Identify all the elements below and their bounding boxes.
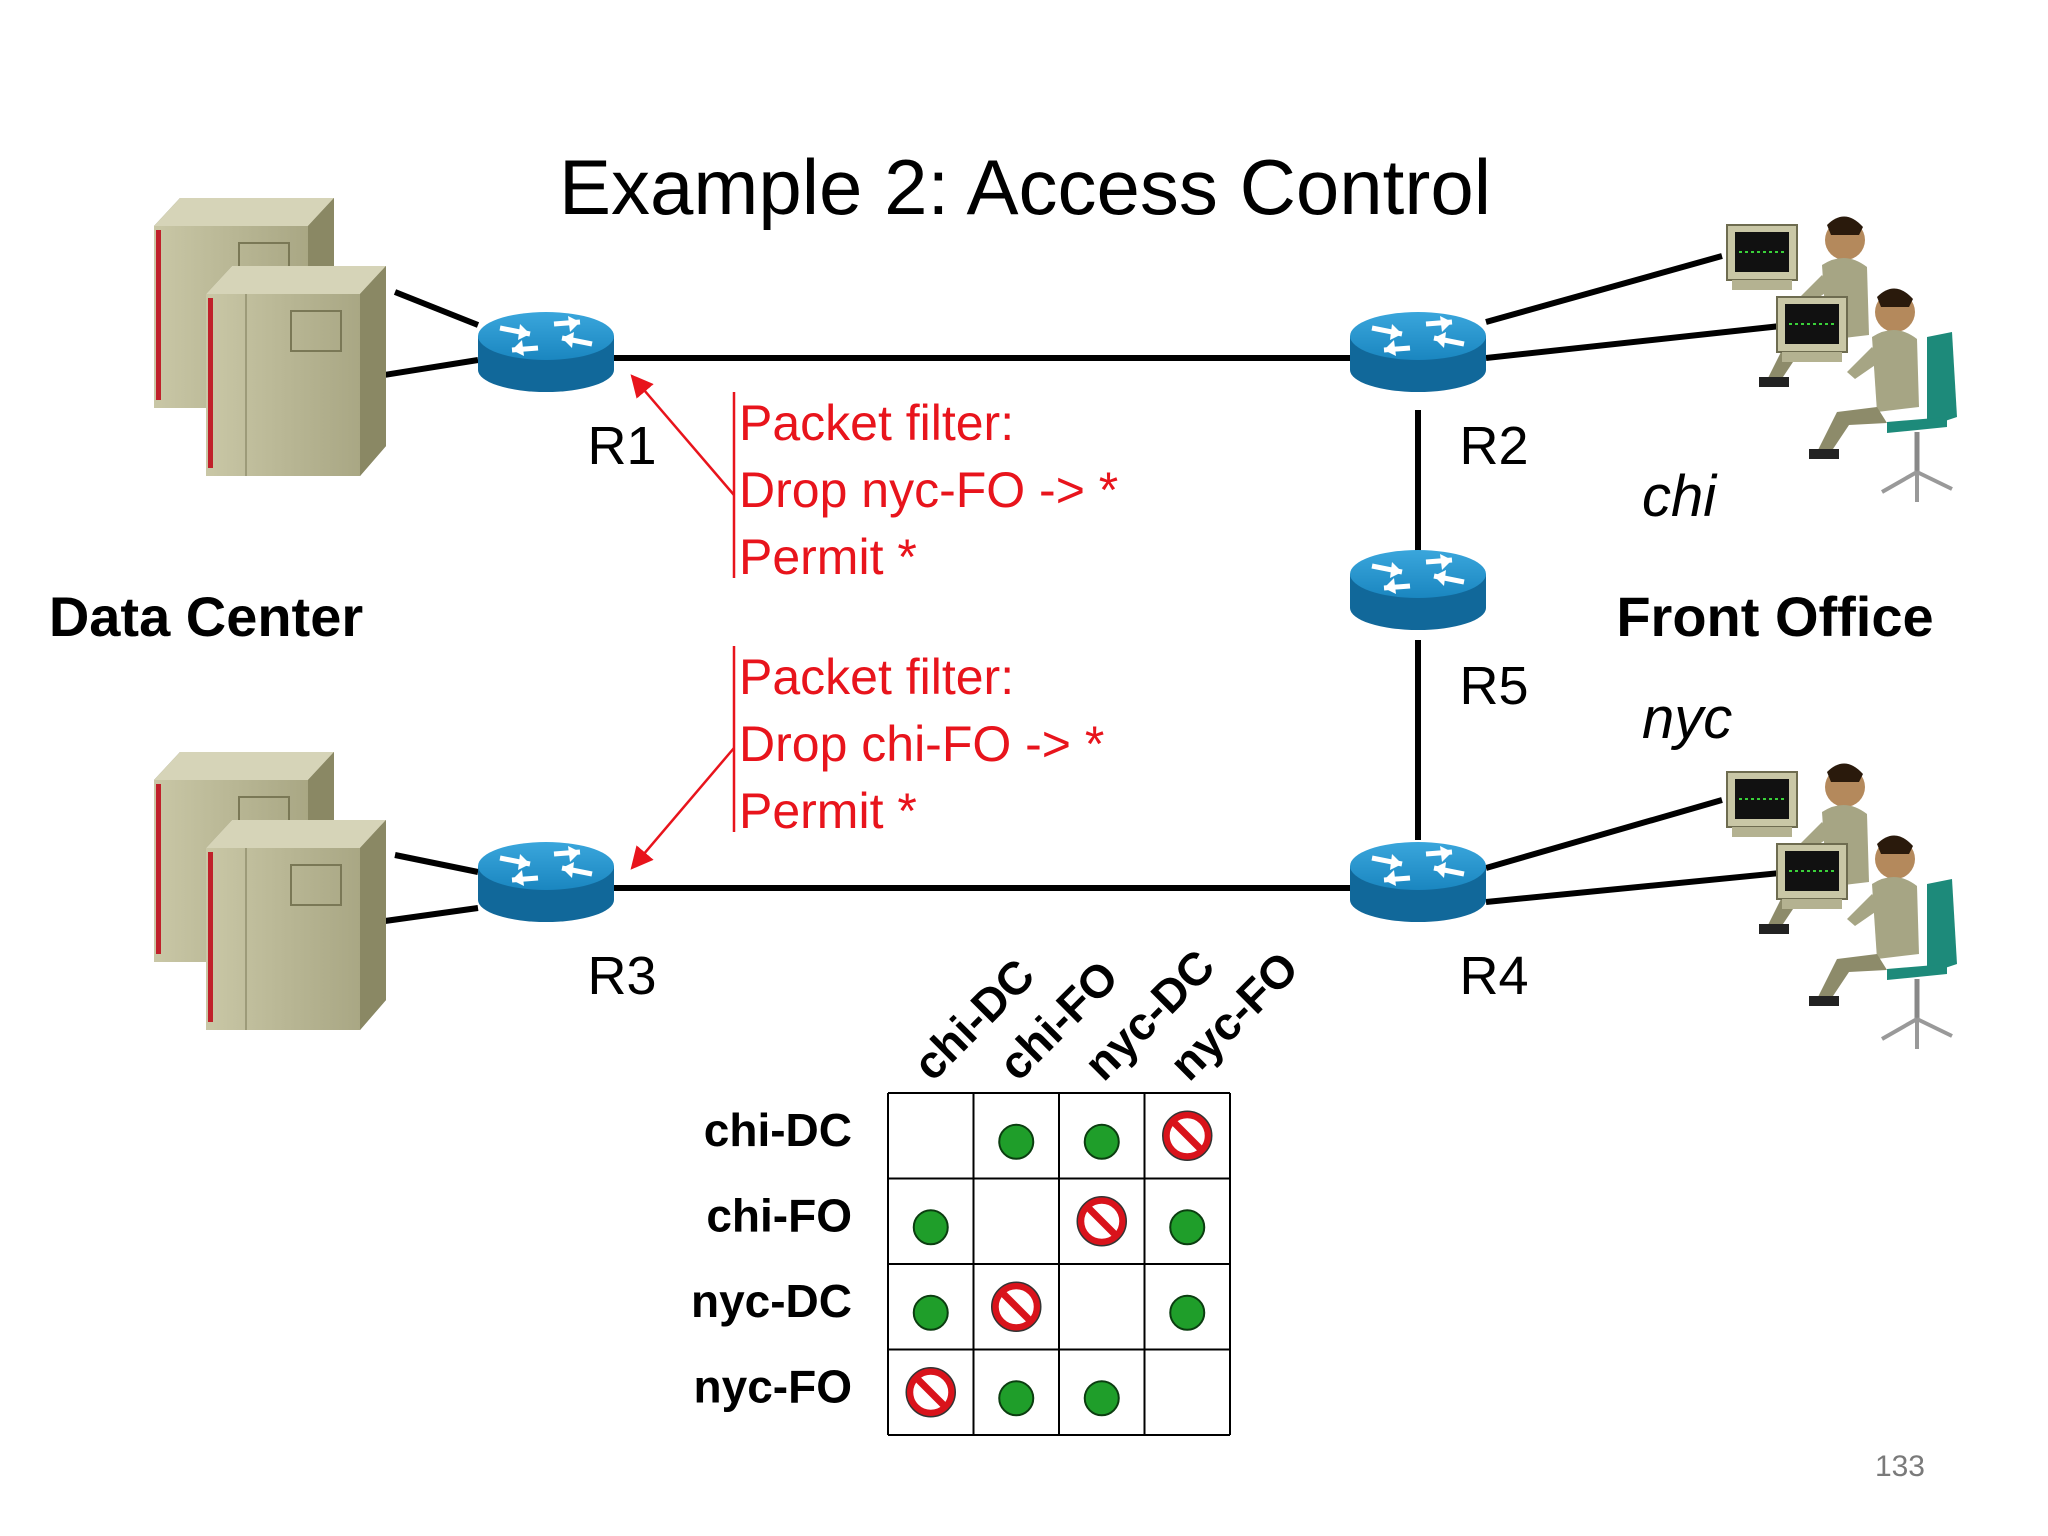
slide-title: Example 2: Access Control bbox=[559, 143, 1491, 231]
data-center-top-servers bbox=[153, 197, 387, 477]
link-r4-nyc-a bbox=[1485, 797, 1723, 871]
city-chi-label: chi bbox=[1642, 464, 1718, 529]
router-r2-icon bbox=[1350, 312, 1486, 392]
allow-dot bbox=[1083, 1123, 1120, 1160]
matrix-row-header: nyc-DC bbox=[691, 1275, 852, 1327]
packet-filter-r3: Packet filter: Drop chi-FO -> * Permit * bbox=[630, 646, 1104, 870]
packet-filter-r1: Packet filter: Drop nyc-FO -> * Permit * bbox=[630, 374, 1118, 585]
filter-r3-line-3: Permit * bbox=[739, 783, 917, 839]
filter-r3-line-1: Packet filter: bbox=[739, 649, 1014, 705]
access-matrix: chi-DCchi-FOnyc-DCnyc-FOchi-DCchi-FOnyc-… bbox=[691, 939, 1308, 1436]
router-r3-label: R3 bbox=[587, 946, 656, 1006]
data-center-label: Data Center bbox=[49, 585, 363, 648]
filter-r1-line-1: Packet filter: bbox=[739, 395, 1014, 451]
network-links bbox=[377, 253, 1791, 925]
filter-r3-line-2: Drop chi-FO -> * bbox=[739, 716, 1104, 772]
front-office-chi-workstations bbox=[1727, 216, 1957, 502]
deny-icon bbox=[1077, 1197, 1126, 1246]
page-number: 133 bbox=[1875, 1450, 1925, 1483]
router-r5-icon bbox=[1350, 550, 1486, 630]
link-dc-bot-r3-b bbox=[377, 905, 479, 925]
data-center-bottom-servers bbox=[153, 751, 387, 1031]
link-r2-chi-a bbox=[1485, 253, 1723, 325]
deny-icon bbox=[906, 1368, 955, 1417]
front-office-nyc-workstations bbox=[1727, 763, 1957, 1049]
router-r1-icon bbox=[478, 312, 614, 392]
router-r3-icon bbox=[478, 842, 614, 922]
allow-dot bbox=[1169, 1294, 1206, 1331]
router-r4-label: R4 bbox=[1459, 946, 1528, 1006]
allow-dot bbox=[912, 1294, 949, 1331]
city-nyc-label: nyc bbox=[1642, 686, 1732, 751]
matrix-row-header: chi-DC bbox=[704, 1104, 852, 1156]
matrix-grid bbox=[887, 1092, 1231, 1436]
allow-dot bbox=[1169, 1209, 1206, 1246]
router-r2-label: R2 bbox=[1459, 416, 1528, 476]
front-office-label: Front Office bbox=[1616, 585, 1933, 648]
link-dc-top-r1-b bbox=[377, 357, 479, 379]
filter-r1-line-2: Drop nyc-FO -> * bbox=[739, 462, 1118, 518]
router-r1-label: R1 bbox=[587, 416, 656, 476]
deny-icon bbox=[992, 1282, 1041, 1331]
router-r4-icon bbox=[1350, 842, 1486, 922]
deny-icon bbox=[1163, 1111, 1212, 1160]
allow-dot bbox=[998, 1123, 1035, 1160]
link-dc-bot-r3-a bbox=[394, 852, 479, 875]
link-r2-chi-b bbox=[1485, 322, 1791, 361]
link-dc-top-r1-a bbox=[393, 289, 480, 328]
allow-dot bbox=[998, 1380, 1035, 1417]
filter-r1-line-3: Permit * bbox=[739, 529, 917, 585]
router-r5-label: R5 bbox=[1459, 656, 1528, 716]
matrix-row-header: chi-FO bbox=[706, 1190, 852, 1242]
allow-dot bbox=[912, 1209, 949, 1246]
allow-dot bbox=[1083, 1380, 1120, 1417]
link-r4-nyc-b bbox=[1485, 869, 1791, 905]
matrix-row-header: nyc-FO bbox=[694, 1361, 852, 1413]
